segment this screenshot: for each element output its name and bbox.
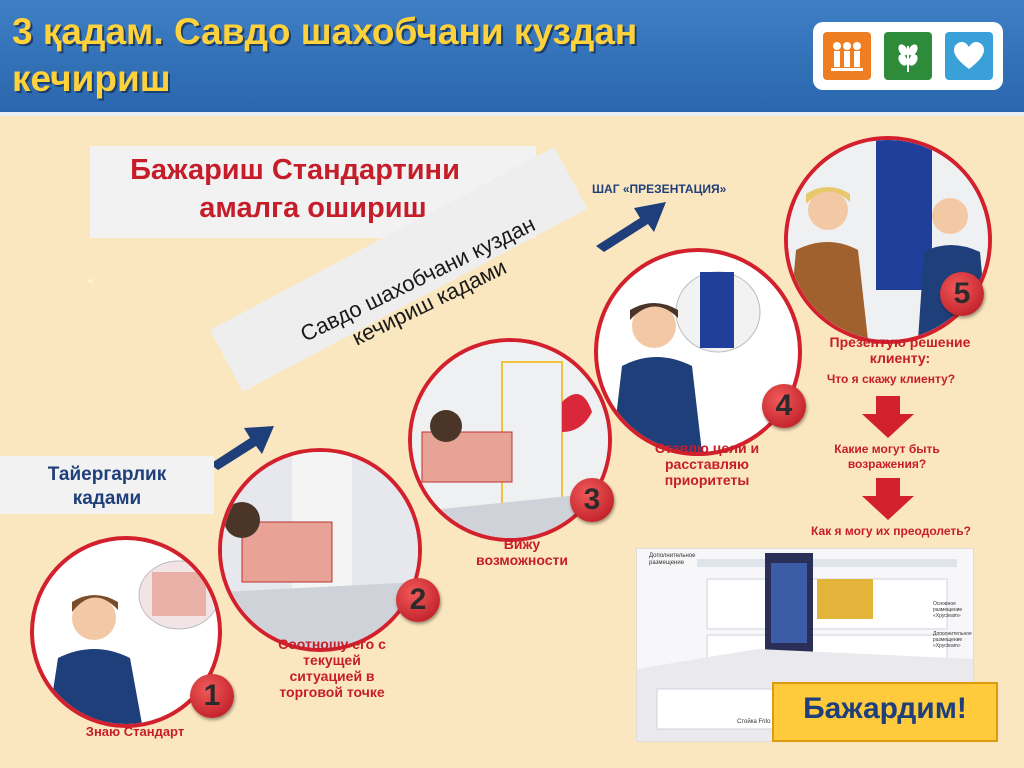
step-2-number: 2 xyxy=(396,578,440,622)
step-5-line: клиенту: xyxy=(869,350,931,366)
step-3-line: Вижу xyxy=(503,536,541,552)
page-title: 3 қадам. Савдо шахобчани куздан кечириш xyxy=(12,11,638,99)
step-2-line: текущей xyxy=(303,652,361,668)
standard-line-1: Бажариш Стандартини xyxy=(130,154,460,186)
step-5-number: 5 xyxy=(940,272,984,316)
standard-line-2: амалга ошириш xyxy=(199,192,427,224)
step-3-line: возможности xyxy=(476,552,568,568)
prep-line-1: Тайергарлик xyxy=(47,464,167,485)
step-4-circle xyxy=(594,248,802,456)
logo-group xyxy=(813,22,1003,90)
step-1-circle xyxy=(30,536,222,728)
step-4-caption: Ставлю цели и расставляю приоритеты xyxy=(632,440,782,488)
step-3-caption: Вижу возможности xyxy=(452,536,592,568)
store-label: Стойка Frito Lay xyxy=(737,719,782,725)
header-divider xyxy=(0,112,1024,116)
arrow-icon xyxy=(210,426,274,470)
stray-mark: " xyxy=(88,276,93,292)
prep-line-2: кадами xyxy=(72,488,142,509)
step-1-caption: Знаю Стандарт xyxy=(85,724,185,739)
question-3: Как я могу их преодолеть? xyxy=(811,524,971,538)
step-2-line: Соотношу его с xyxy=(278,636,386,652)
store-label: Дополнительное размещение «Хрусteam» xyxy=(933,631,972,649)
step-1-number: 1 xyxy=(190,674,234,718)
store-label: Основное размещение «Хрусteam» xyxy=(933,601,963,619)
step-2-line: ситуацией в xyxy=(289,668,375,684)
heart-icon xyxy=(945,32,993,80)
step-2-line: торговой точке xyxy=(279,684,385,700)
step-4-line: Ставлю цели и xyxy=(654,440,760,456)
presentation-step-label: ШАГ «ПРЕЗЕНТАЦИЯ» xyxy=(592,182,727,196)
step-5-line: Презентую решение xyxy=(829,334,971,350)
done-box: Бажардим! xyxy=(772,682,998,742)
done-label: Бажардим! xyxy=(803,692,967,725)
down-arrow-icon xyxy=(862,478,914,520)
step-4-line: расставляю xyxy=(665,456,749,472)
question-2: Какие могут быть возражения? xyxy=(834,442,940,471)
question-1: Что я скажу клиенту? xyxy=(826,372,956,386)
step-2-caption: Соотношу его с текущей ситуацией в торго… xyxy=(250,636,414,700)
step-2-circle xyxy=(218,448,422,652)
wheat-icon xyxy=(884,32,932,80)
standard-box: Бажариш Стандартини амалга ошириш xyxy=(90,146,536,238)
step-3-number: 3 xyxy=(570,478,614,522)
people-icon xyxy=(823,32,871,80)
step-5-caption: Презентую решение клиенту: xyxy=(800,334,1000,366)
arrow-icon xyxy=(596,202,666,252)
step-4-number: 4 xyxy=(762,384,806,428)
step-3-circle xyxy=(408,338,612,542)
step-4-line: приоритеты xyxy=(664,472,750,488)
store-label: Дополнительное размещение xyxy=(649,553,696,566)
prep-box: Тайергарлик кадами xyxy=(0,456,214,514)
header-bar: 3 қадам. Савдо шахобчани куздан кечириш xyxy=(0,0,1024,112)
down-arrow-icon xyxy=(862,396,914,438)
